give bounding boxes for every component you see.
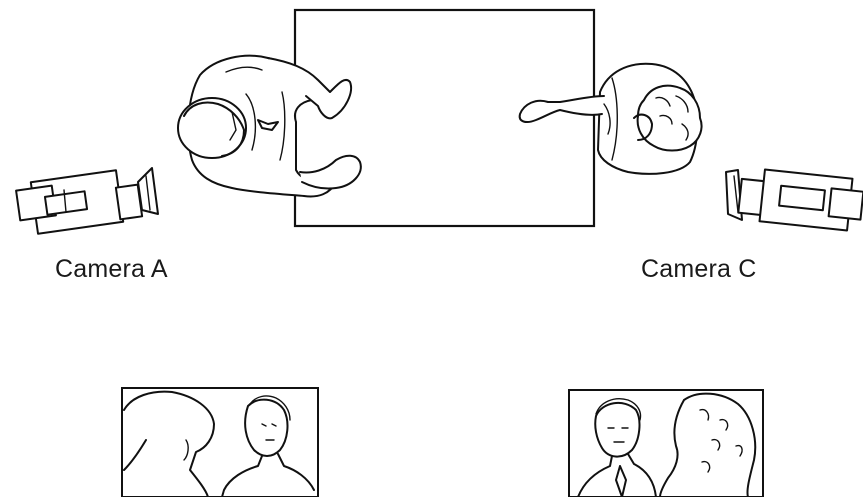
camera-a — [16, 168, 158, 234]
table — [295, 10, 594, 226]
camera-c-label: Camera C — [641, 255, 757, 284]
frame-c — [569, 390, 763, 497]
camera-c — [726, 170, 863, 231]
camera-a-label: Camera A — [55, 255, 168, 284]
frame-a — [122, 388, 318, 497]
